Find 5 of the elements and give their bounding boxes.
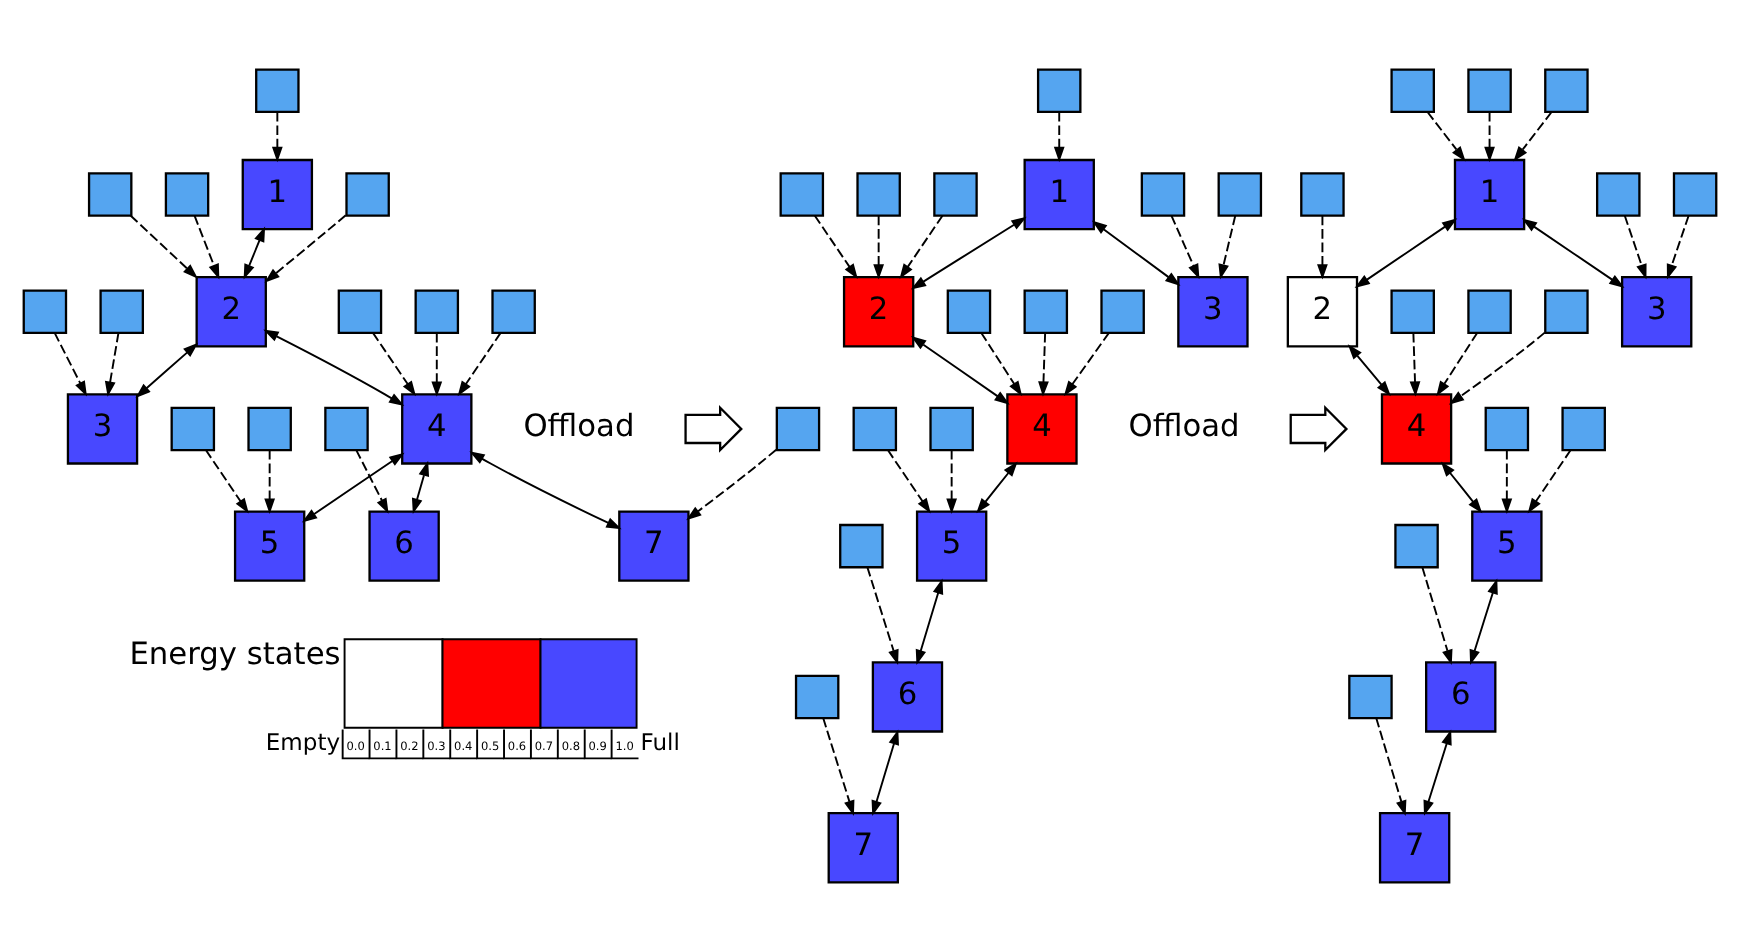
label: Full: [640, 727, 680, 756]
label: Empty: [265, 727, 341, 756]
label: Offload: [1128, 408, 1240, 445]
label: Offload: [523, 408, 635, 445]
label: Energy states: [129, 635, 341, 672]
